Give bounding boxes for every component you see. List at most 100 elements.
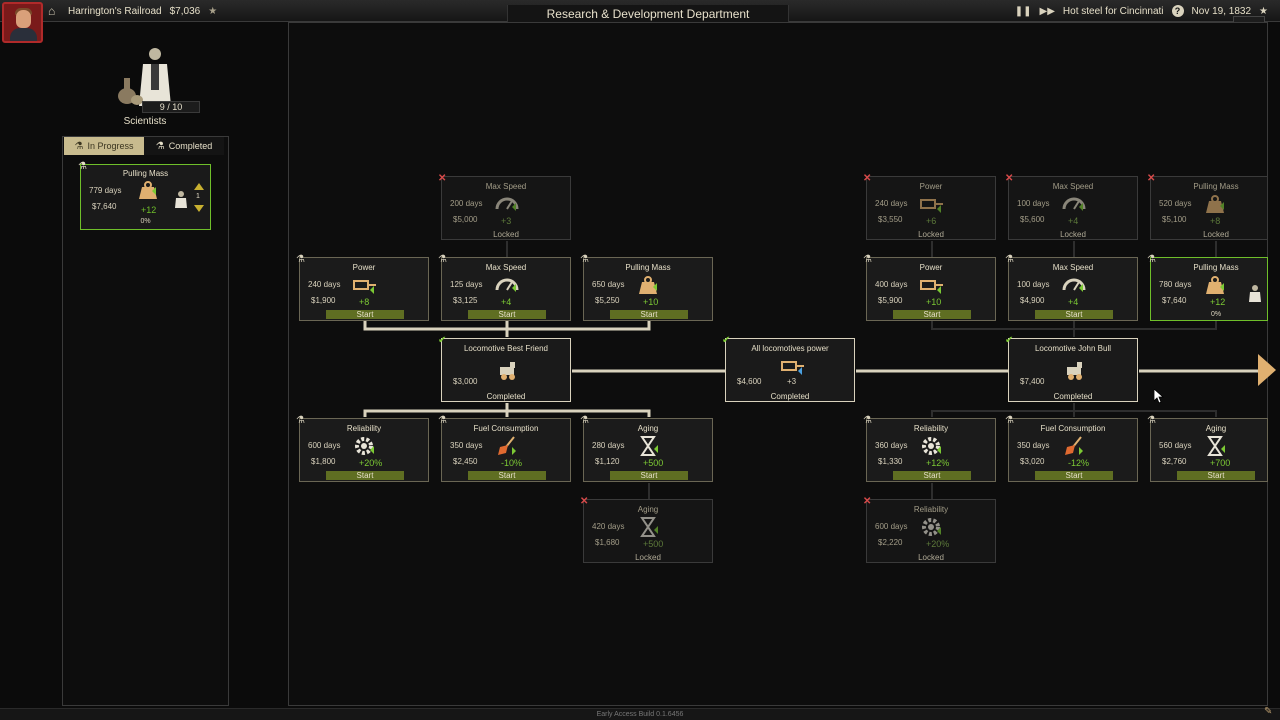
current-research-card[interactable]: ⚗ Pulling Mass 779 days $7,640 +12 1 0%: [78, 161, 211, 230]
card-bonus: +10: [926, 297, 942, 307]
scientists-count: 9 / 10: [142, 101, 200, 113]
start-button[interactable]: Start: [610, 310, 688, 319]
research-card-pulling-mass-in-progress[interactable]: ⚗ Pulling Mass 780 days $7,640 +12 0%: [1147, 254, 1268, 321]
research-card-reliability[interactable]: ⚗ Reliability 600 days $1,800 +20% Start: [296, 415, 429, 482]
speedometer-icon: [1062, 197, 1086, 211]
card-days: 600 days: [875, 522, 908, 531]
current-research-name: Pulling Mass: [122, 169, 169, 178]
research-card-power[interactable]: ⚗ Power 240 days $1,900 +8 Start: [296, 254, 429, 321]
research-card-max-speed-locked-2[interactable]: ✕ Max Speed 100 days $5,600 +4 Locked: [1005, 173, 1138, 240]
start-button[interactable]: Start: [468, 471, 546, 480]
start-button[interactable]: Start: [1035, 471, 1113, 480]
flask-icon: ⚗: [863, 254, 872, 265]
flask-icon: ⚗: [863, 415, 872, 426]
tab-in-progress[interactable]: ⚗ In Progress: [64, 137, 144, 155]
start-button[interactable]: Start: [610, 471, 688, 480]
help-icon[interactable]: ?: [1171, 5, 1184, 17]
status-bar: ❚❚ ▶▶ Hot steel for Cincinnati ? Nov 19,…: [1015, 3, 1268, 19]
research-card-fuel-consumption-2[interactable]: ⚗ Fuel Consumption 350 days $3,020 -12% …: [1005, 415, 1138, 482]
card-cost: $7,640: [1162, 296, 1187, 305]
card-name: Aging: [637, 505, 659, 514]
scientists-label: Scientists: [123, 116, 167, 127]
speedometer-icon: [495, 278, 519, 292]
pause-icon[interactable]: ❚❚: [1014, 5, 1032, 17]
card-cost: $7,400: [1020, 377, 1045, 386]
locked-x-icon: ✕: [580, 496, 589, 507]
research-card-pulling-mass[interactable]: ⚗ Pulling Mass 650 days $5,250 +10 Start: [580, 254, 713, 321]
card-name: Power: [352, 263, 376, 272]
research-card-fuel-consumption[interactable]: ⚗ Fuel Consumption 350 days $2,450 -10% …: [438, 415, 571, 482]
card-days: 650 days: [592, 280, 625, 289]
hourglass-icon: [640, 517, 658, 537]
remove-scientist-arrow[interactable]: [194, 205, 204, 212]
company-money: $7,036: [169, 5, 201, 17]
card-status: Locked: [493, 230, 519, 239]
tab-completed[interactable]: ⚗ Completed: [144, 137, 224, 155]
research-card-reliability-2[interactable]: ⚗ Reliability 360 days $1,330 +12% Start: [863, 415, 996, 482]
gear-icon: [355, 437, 374, 455]
card-status: Locked: [918, 230, 944, 239]
card-cost: $2,220: [878, 538, 903, 547]
card-days: 125 days: [450, 280, 483, 289]
card-cost: $1,900: [311, 296, 336, 305]
card-cost: $5,900: [878, 296, 903, 305]
start-button[interactable]: Start: [893, 310, 971, 319]
fast-forward-icon[interactable]: ▶▶: [1039, 5, 1055, 17]
star-icon: ★: [208, 5, 218, 17]
research-card-aging-2[interactable]: ⚗ Aging 560 days $2,760 +700 Start: [1147, 415, 1268, 482]
card-cost: $3,020: [1020, 457, 1045, 466]
flask-icon: ⚗: [78, 161, 87, 172]
card-cost: $1,330: [878, 457, 903, 466]
research-card-locomotive-best-friend[interactable]: ✔ Locomotive Best Friend $3,000 Complete…: [438, 335, 571, 402]
scroll-right-arrow[interactable]: [1258, 354, 1276, 386]
start-button[interactable]: Start: [468, 310, 546, 319]
research-card-all-locomotives-power[interactable]: ✔ All locomotives power $4,600 +3 Comple…: [722, 335, 855, 402]
research-card-max-speed-locked[interactable]: ✕ Max Speed 200 days $5,000 +3 Locked: [438, 173, 571, 240]
card-bonus: +3: [501, 216, 512, 226]
mission-name[interactable]: Hot steel for Cincinnati: [1062, 5, 1164, 17]
start-button[interactable]: Start: [893, 471, 971, 480]
card-name: Fuel Consumption: [473, 424, 539, 433]
research-card-power-locked[interactable]: ✕ Power 240 days $3,550 +6 Locked: [863, 173, 996, 240]
card-cost: $3,000: [453, 377, 478, 386]
flask-icon: ⚗: [438, 254, 447, 265]
research-card-max-speed[interactable]: ⚗ Max Speed 125 days $3,125 +4 Start: [438, 254, 571, 321]
flask-icon: ⚗: [580, 415, 589, 426]
flask-icon: ⚗: [296, 415, 305, 426]
notebook-icon[interactable]: ✎: [1264, 706, 1273, 717]
card-name: Power: [919, 263, 943, 272]
card-bonus: +12: [1210, 297, 1226, 307]
start-button[interactable]: Start: [1035, 310, 1113, 319]
card-days: 240 days: [875, 199, 908, 208]
completed-check-icon: ✔: [722, 335, 731, 346]
card-bonus: +700: [1210, 458, 1231, 468]
card-cost: $5,600: [1020, 215, 1045, 224]
research-card-aging-locked[interactable]: ✕ Aging 420 days $1,680 +500 Locked: [580, 496, 713, 563]
current-research-cost: $7,640: [92, 202, 117, 211]
research-queue-panel: [62, 136, 229, 706]
start-button[interactable]: Start: [326, 310, 404, 319]
player-avatar[interactable]: [2, 2, 43, 43]
research-card-reliability-locked[interactable]: ✕ Reliability 600 days $2,220 +20% Locke…: [863, 496, 996, 563]
card-bonus: +6: [926, 216, 937, 226]
home-icon[interactable]: ⌂: [48, 4, 56, 18]
research-card-locomotive-john-bull[interactable]: ✔ Locomotive John Bull $7,400 Completed: [1005, 335, 1138, 402]
card-cost: $5,250: [595, 296, 620, 305]
gear-icon: [922, 518, 941, 536]
locomotive-icon: [500, 362, 515, 380]
add-scientist-arrow[interactable]: [194, 183, 204, 190]
research-card-max-speed-2[interactable]: ⚗ Max Speed 100 days $4,900 +4 Start: [1005, 254, 1138, 321]
flask-icon: ⚗: [580, 254, 589, 265]
scientist-figure-icon: [118, 48, 171, 106]
card-days: 780 days: [1159, 280, 1192, 289]
research-card-pulling-mass-locked[interactable]: ✕ Pulling Mass 520 days $5,100 +8 Locked: [1147, 173, 1268, 240]
research-card-aging[interactable]: ⚗ Aging 280 days $1,120 +500 Start: [580, 415, 713, 482]
card-bonus: +8: [359, 297, 370, 307]
start-button[interactable]: Start: [1177, 471, 1255, 480]
card-status: Locked: [1060, 230, 1086, 239]
card-bonus: +4: [501, 297, 512, 307]
card-days: 520 days: [1159, 199, 1192, 208]
completed-check-icon: ✔: [438, 335, 447, 346]
start-button[interactable]: Start: [326, 471, 404, 480]
research-card-power-2[interactable]: ⚗ Power 400 days $5,900 +10 Start: [863, 254, 996, 321]
